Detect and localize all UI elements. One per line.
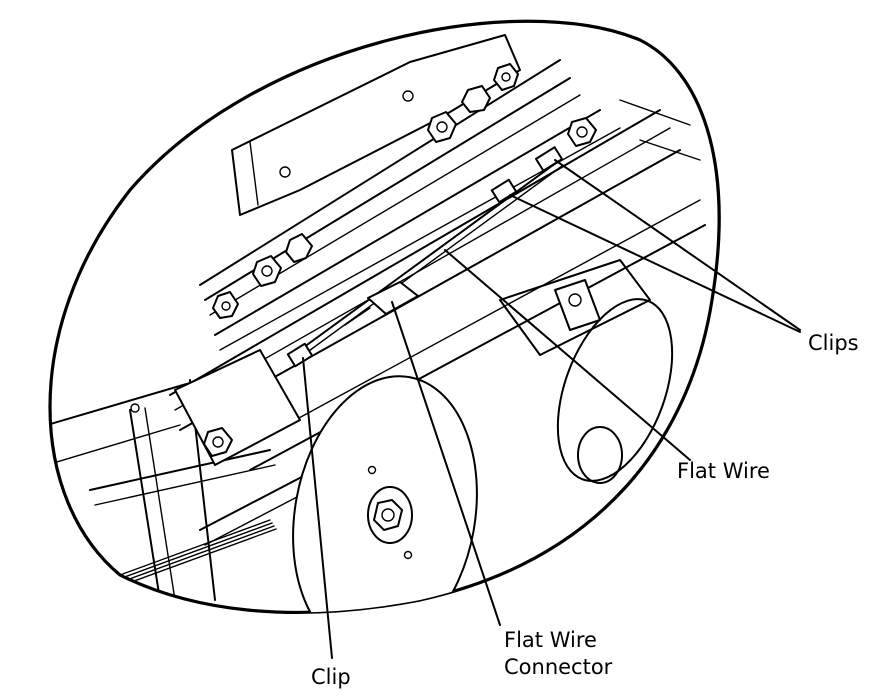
clips-label: Clips [808, 331, 859, 355]
leader-clip [302, 357, 333, 659]
leader-clips-lower [509, 194, 801, 333]
clip-label: Clip [311, 665, 351, 689]
leader-flat-wire [444, 249, 691, 461]
flat-wire-label: Flat Wire [677, 459, 770, 483]
leader-flat-wire-connector [391, 301, 501, 626]
leader-clips-upper [554, 159, 801, 331]
flat-wire-connector-label-line2: Connector [504, 655, 613, 679]
leader-lines [302, 159, 801, 659]
flat-wire-connector-label: Flat Wire Connector [504, 627, 612, 681]
mechanism-drawing [50, 34, 706, 613]
flat-wire-connector-label-line1: Flat Wire [504, 628, 597, 652]
